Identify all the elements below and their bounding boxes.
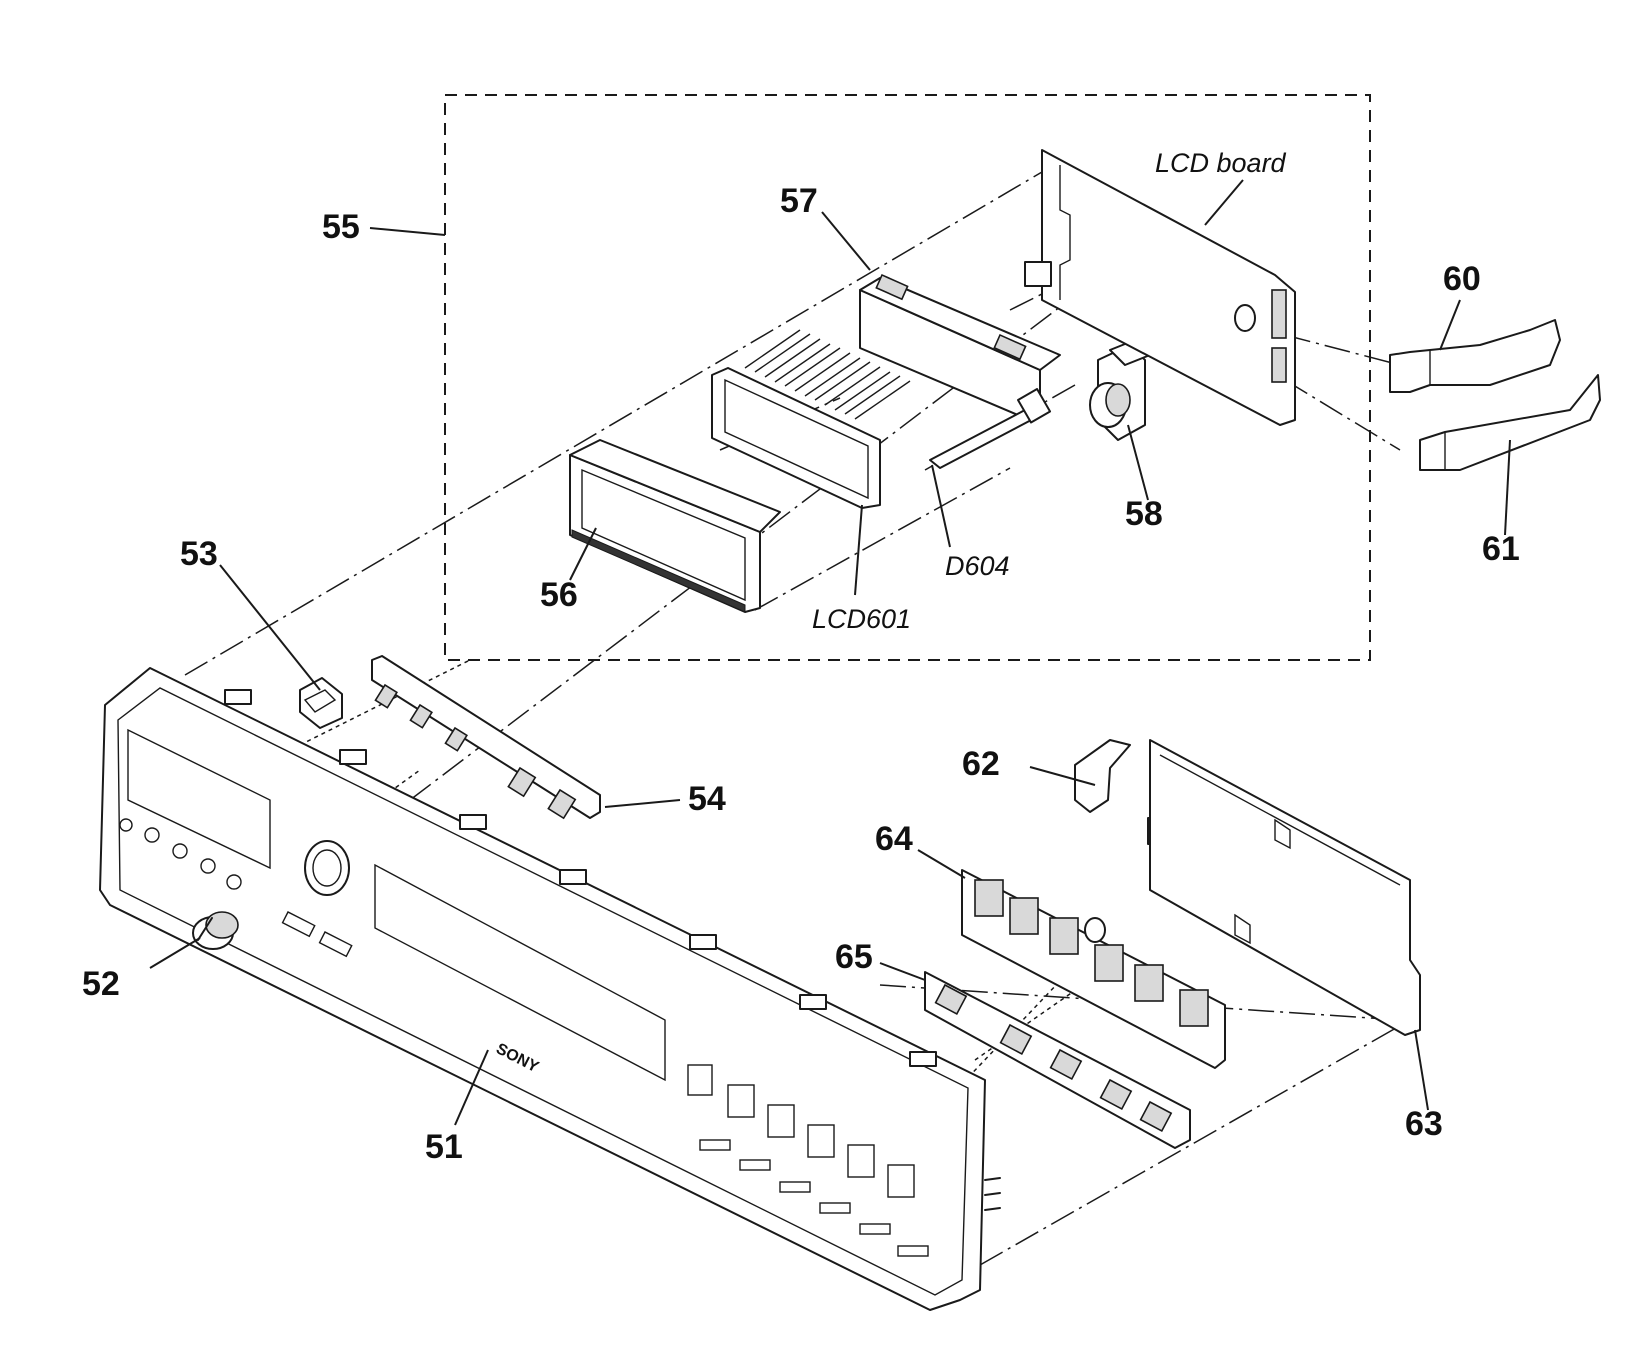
callout-65: 65 (835, 938, 873, 976)
leader-lines (149, 179, 1511, 1126)
callout-58: 58 (1125, 495, 1163, 533)
callout-57: 57 (780, 182, 818, 220)
label-lcd601: LCD601 (812, 604, 911, 634)
callout-51: 51 (425, 1128, 463, 1166)
callout-61: 61 (1482, 530, 1520, 568)
main-pcb-63 (1149, 739, 1421, 1036)
callout-54: 54 (688, 780, 726, 818)
front-panel: SONY (99, 667, 1001, 1311)
callout-55: 55 (322, 208, 360, 246)
callout-62: 62 (962, 745, 1000, 783)
label-lcd-board: LCD board (1155, 148, 1287, 178)
led-d604 (929, 388, 1052, 469)
pcb-64 (961, 869, 1226, 1069)
callout-63: 63 (1405, 1105, 1443, 1143)
callout-52: 52 (82, 965, 120, 1003)
pcb-65 (924, 971, 1191, 1149)
bracket-53 (299, 677, 343, 729)
rotary-encoder-58 (1089, 339, 1151, 441)
lcd-board-pcb (1024, 149, 1296, 426)
callout-56: 56 (540, 576, 578, 614)
callout-60: 60 (1443, 260, 1481, 298)
volume-knob (192, 911, 239, 950)
lcd-assembly-boundary (444, 94, 1371, 661)
label-d604: D604 (945, 551, 1010, 581)
ribbon-cable-60 (1389, 319, 1561, 393)
ribbon-cable-61 (1419, 374, 1601, 471)
lcd-holder-56 (569, 439, 781, 613)
button-board-54 (371, 655, 601, 820)
lcd-panel-lcd601 (711, 329, 911, 509)
callout-53: 53 (180, 535, 218, 573)
callout-64: 64 (875, 820, 913, 858)
